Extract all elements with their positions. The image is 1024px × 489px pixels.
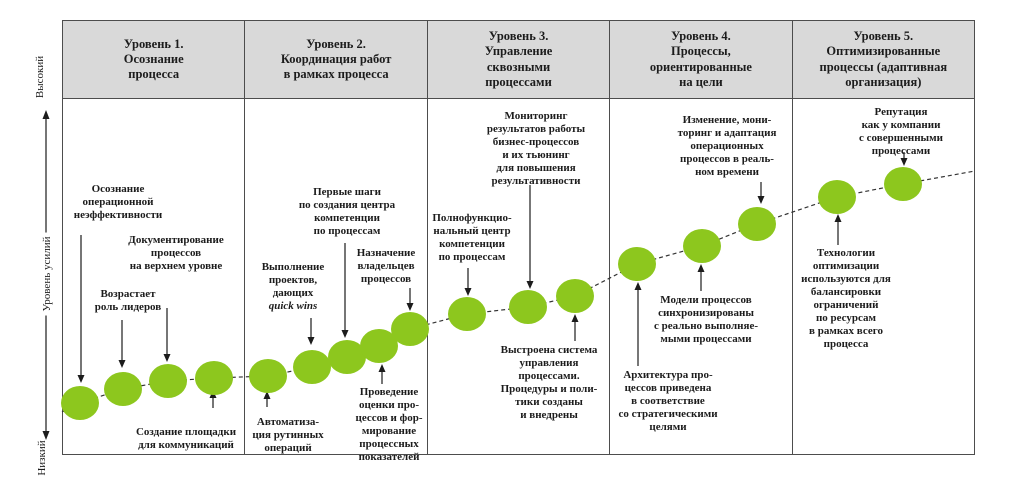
- arrowhead: [526, 281, 534, 289]
- arrowhead: [163, 354, 171, 362]
- arrowhead: [900, 158, 908, 166]
- level-2-header: Уровень 2. Координация работ в рамках пр…: [245, 21, 427, 99]
- axis-title-label: Уровень усилий: [41, 232, 53, 316]
- axis-arrowhead-down: [42, 431, 50, 440]
- arrowhead: [634, 282, 642, 290]
- milestone-dot: [104, 372, 142, 406]
- chart-area: Уровень 1. Осознание процесса Уровень 2.…: [62, 20, 975, 455]
- milestone-dot: [61, 386, 99, 420]
- level-column-5: Уровень 5. Оптимизированные процессы (ад…: [792, 21, 975, 454]
- arrowhead: [263, 391, 271, 399]
- level-1-header: Уровень 1. Осознание процесса: [63, 21, 245, 99]
- arrowhead: [757, 196, 765, 204]
- arrowhead: [77, 375, 85, 383]
- axis-high-label: Высокий: [34, 55, 46, 99]
- milestone-dot: [884, 167, 922, 201]
- arrowhead: [118, 360, 126, 368]
- arrowhead: [571, 314, 579, 322]
- milestone-dot: [448, 297, 486, 331]
- level-column-4: Уровень 4. Процессы, ориентированные на …: [610, 21, 793, 454]
- milestone-dot: [556, 279, 594, 313]
- level-column-1: Уровень 1. Осознание процесса: [63, 21, 246, 454]
- milestone-dot: [618, 247, 656, 281]
- arrowhead: [307, 337, 315, 345]
- arrowhead: [464, 288, 472, 296]
- arrowhead: [834, 214, 842, 222]
- level-4-header: Уровень 4. Процессы, ориентированные на …: [610, 21, 792, 99]
- axis-low-label: Низкий: [36, 440, 48, 476]
- milestone-dot: [360, 329, 398, 363]
- milestone-dot: [195, 361, 233, 395]
- level-5-header: Уровень 5. Оптимизированные процессы (ад…: [792, 21, 975, 99]
- arrowhead: [378, 364, 386, 372]
- axis-arrowhead-up: [42, 110, 50, 119]
- milestone-dot: [293, 350, 331, 384]
- milestone-dot: [149, 364, 187, 398]
- level-3-header: Уровень 3. Управление сквозными процесса…: [427, 21, 610, 99]
- level-column-2: Уровень 2. Координация работ в рамках пр…: [245, 21, 428, 454]
- arrowhead: [341, 330, 349, 338]
- level-column-3: Уровень 3. Управление сквозными процесса…: [427, 21, 611, 454]
- arrowhead: [406, 303, 414, 311]
- milestone-dot: [509, 290, 547, 324]
- arrowhead: [697, 264, 705, 272]
- milestone-dot: [738, 207, 776, 241]
- milestone-dot: [391, 312, 429, 346]
- milestone-dot: [818, 180, 856, 214]
- milestone-dot: [249, 359, 287, 393]
- milestone-dot: [328, 340, 366, 374]
- milestone-dot: [683, 229, 721, 263]
